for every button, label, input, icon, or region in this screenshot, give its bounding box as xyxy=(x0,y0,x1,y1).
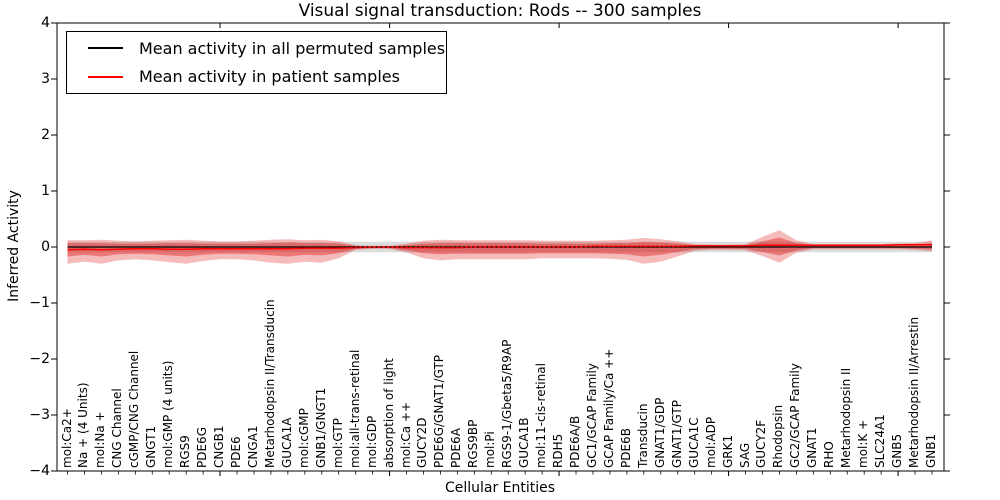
y-tick-label: 4 xyxy=(41,15,50,31)
legend-entry-permuted: Mean activity in all permuted samples xyxy=(88,39,446,58)
legend-line-black-icon xyxy=(88,47,123,50)
legend-label-patient: Mean activity in patient samples xyxy=(139,67,400,87)
legend-label-permuted: Mean activity in all permuted samples xyxy=(139,38,446,58)
y-tick-label: −4 xyxy=(29,463,50,479)
y-tick-label: −3 xyxy=(29,407,50,423)
x-axis-label: Cellular Entities xyxy=(444,480,556,496)
legend-entry-patient: Mean activity in patient samples xyxy=(88,67,446,86)
y-tick-label: 1 xyxy=(41,183,50,199)
legend: Mean activity in all permuted samples Me… xyxy=(66,31,447,94)
y-axis-label: Inferred Activity xyxy=(6,190,22,302)
y-tick-label: 3 xyxy=(41,71,50,87)
chart-title: Visual signal transduction: Rods -- 300 … xyxy=(298,1,702,21)
mean-line-1 xyxy=(67,244,932,251)
y-tick-label: −2 xyxy=(29,351,50,367)
y-tick-label: −1 xyxy=(29,295,50,311)
y-tick-label: 2 xyxy=(41,127,50,143)
y-tick-label: 0 xyxy=(41,239,50,255)
legend-line-red-icon xyxy=(88,75,123,78)
